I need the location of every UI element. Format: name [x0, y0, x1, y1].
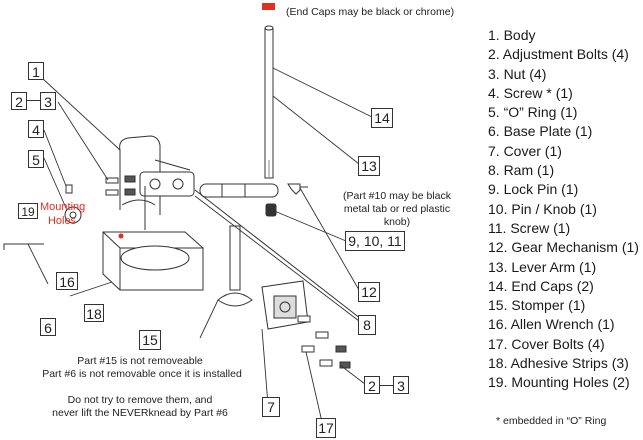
adjustment-bolts-drawing [105, 175, 136, 196]
part-item: 11. Screw (1) [488, 219, 571, 236]
removal-note-line-3: Do not try to remove them, and [67, 394, 213, 406]
callout-6: 6 [40, 318, 56, 336]
screw-drawing [65, 184, 73, 194]
callout-13: 13 [358, 156, 380, 176]
gear-mechanism-drawing [199, 183, 308, 198]
cover-drawing [261, 280, 309, 330]
exploded-parts-diagram [3, 3, 373, 423]
part-item: 4. Screw * (1) [488, 84, 573, 101]
callout-2-bottom: 2 [364, 376, 380, 394]
callout-3: 3 [40, 92, 56, 110]
callout-9-10-11: 9, 10, 11 [345, 231, 405, 251]
o-ring-drawing [64, 206, 82, 224]
cover-bolts-drawing [297, 315, 351, 369]
part-item: 1. Body [488, 27, 536, 43]
callout-16: 16 [56, 272, 78, 290]
lever-arm-drawing [264, 25, 274, 179]
base-block-drawing [102, 231, 204, 291]
callout-8: 8 [358, 315, 376, 335]
part-item: 9. Lock Pin (1) [488, 181, 579, 198]
part-item: 7. Cover (1) [488, 142, 562, 159]
callout-19: 19 [18, 203, 38, 219]
callout-18: 18 [84, 304, 104, 322]
callout-7: 7 [262, 397, 280, 417]
callout-2: 2 [11, 92, 27, 110]
callout-14: 14 [371, 108, 393, 128]
removal-note-line-2: Part #6 is not removable once it is inst… [42, 368, 242, 380]
part-item: 5. “O” Ring (1) [488, 104, 578, 121]
part-item: 6. Base Plate (1) [488, 123, 593, 140]
callout-connector [380, 385, 393, 386]
callout-15: 15 [139, 330, 161, 350]
pin-note: (Part #10 may be black metal tab or red … [343, 190, 451, 229]
part-item: 16. Allen Wrench (1) [488, 316, 615, 333]
end-caps-note: (End Caps may be black or chrome) [286, 6, 455, 18]
stomper-drawing [217, 225, 253, 307]
part-item: 13. Lever Arm (1) [488, 258, 597, 275]
mounting-holes-label: Mounting Holes [40, 201, 86, 227]
part-item: 17. Cover Bolts (4) [488, 335, 605, 352]
callout-17: 17 [316, 418, 336, 438]
part-item: 14. End Caps (2) [488, 277, 594, 294]
allen-wrench-drawing [3, 243, 44, 250]
leader-lines [27, 67, 373, 423]
callout-5: 5 [28, 150, 44, 168]
callout-1: 1 [28, 62, 44, 80]
removal-note-line-1: Part #15 is not removeable [77, 355, 203, 367]
parts-list: 1. Body 2. Adjustment Bolts (4) 3. Nut (… [488, 26, 639, 393]
body-drawing [119, 135, 195, 230]
part-item: 3. Nut (4) [488, 65, 547, 82]
callout-4: 4 [28, 120, 44, 138]
footnote: * embedded in “O” Ring [496, 415, 607, 427]
lock-pin-drawing [265, 203, 277, 217]
part-item: 10. Pin / Knob (1) [488, 200, 597, 217]
part-item: 12. Gear Mechanism (1) [488, 239, 639, 256]
callout-3-bottom: 3 [393, 376, 409, 394]
part-item: 15. Stomper (1) [488, 297, 586, 314]
end-cap-drawing [262, 3, 275, 10]
part-item: 19. Mounting Holes (2) [488, 374, 630, 391]
callout-12: 12 [358, 282, 380, 302]
part-item: 8. Ram (1) [488, 162, 555, 179]
callout-connector [27, 100, 40, 101]
part-item: 2. Adjustment Bolts (4) [488, 46, 629, 63]
part-item: 18. Adhesive Strips (3) [488, 355, 629, 372]
ram-drawing [194, 189, 366, 323]
removal-note-line-4: never lift the NEVERknead by Part #6 [52, 407, 228, 419]
